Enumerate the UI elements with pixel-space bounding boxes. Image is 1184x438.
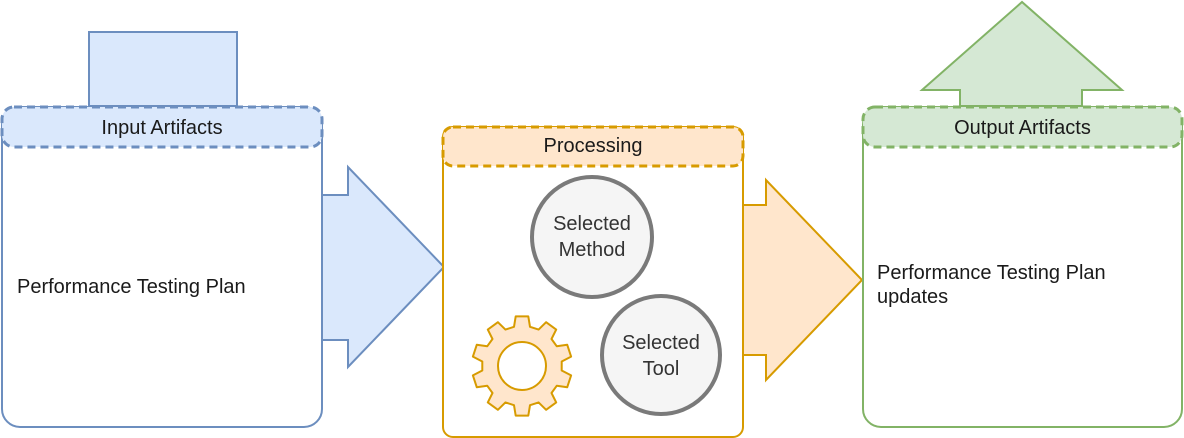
arrow-processing-to-output [742, 177, 864, 383]
selected-method-line-2: Method [558, 239, 626, 261]
selected-tool-line-1: Selected [622, 332, 700, 354]
arrow-input-to-processing [321, 164, 446, 370]
gear-icon [471, 315, 573, 417]
input-header-pill [0, 105, 324, 149]
selected-method-line-1: Selected [553, 213, 631, 235]
selected-tool-label: Selected Tool [601, 330, 721, 382]
selected-tool-circle [600, 294, 722, 416]
selected-method-circle [530, 175, 654, 299]
output-body-line-1: Performance Testing Plan [877, 262, 1106, 284]
gear-hole [497, 341, 547, 391]
output-up-arrow [919, 0, 1125, 107]
input-box [1, 106, 323, 428]
output-header-label: Output Artifacts [954, 117, 1091, 139]
input-tab [88, 31, 238, 107]
output-header-pill [861, 105, 1184, 149]
output-body-text: Performance Testing Plan updates [877, 261, 1177, 309]
input-body-text: Performance Testing Plan [17, 276, 246, 298]
input-header-label: Input Artifacts [101, 117, 223, 139]
selected-tool-line-2: Tool [642, 358, 680, 380]
output-body-line-2: updates [877, 286, 949, 308]
processing-header-label: Processing [543, 135, 643, 157]
selected-method-label: Selected Method [532, 211, 652, 263]
processing-header-pill [441, 125, 745, 168]
